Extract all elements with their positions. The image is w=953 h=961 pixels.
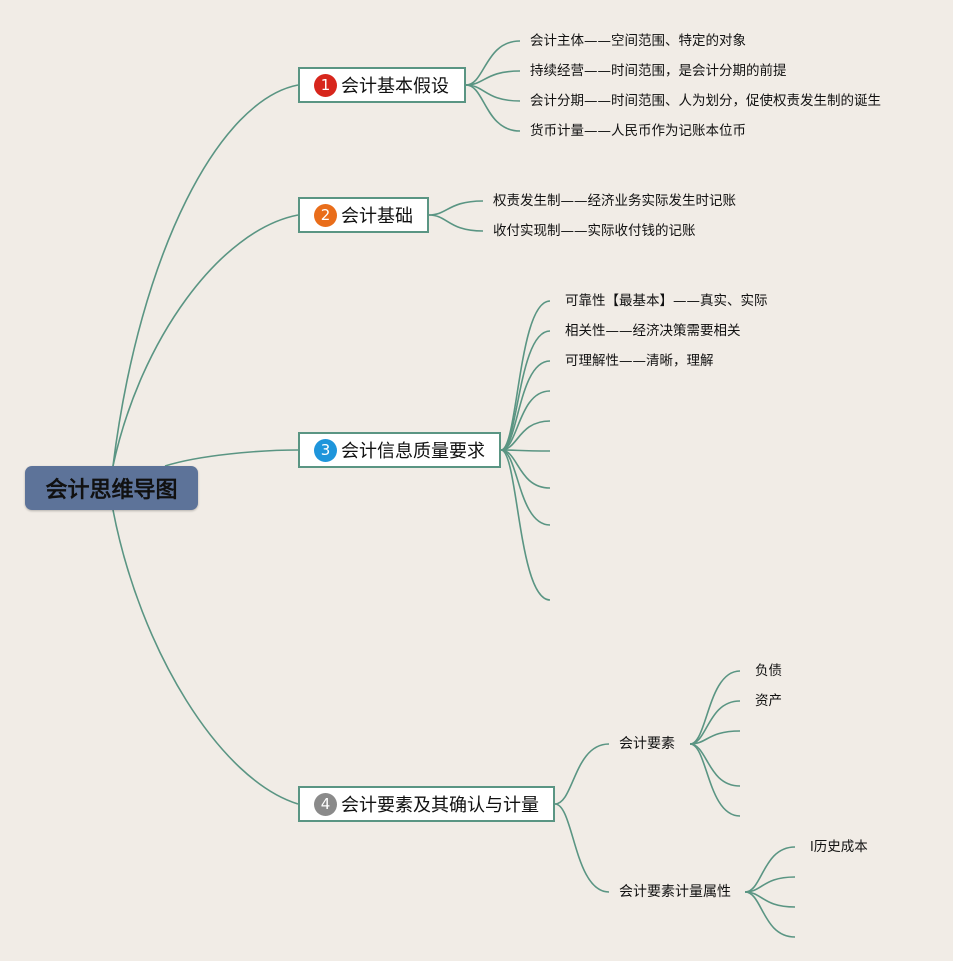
leaf-item[interactable]: 可理解性——清晰，理解: [565, 353, 714, 369]
leaf-item[interactable]: l历史成本: [810, 839, 868, 855]
subtopic-measurement-attributes[interactable]: 会计要素计量属性: [619, 884, 731, 900]
leaf-item[interactable]: 会计分期——时间范围、人为划分，促使权责发生制的诞生: [530, 93, 881, 109]
topic-label: 会计基础: [341, 206, 413, 227]
connector-root-topic1: [112, 84, 299, 467]
branch-topic1-0: [465, 40, 521, 86]
connector-root-topic3: [164, 449, 299, 467]
branch-topic3-1: [500, 330, 551, 451]
number-badge-4: 4: [314, 792, 337, 816]
branch-topic2-0: [428, 200, 484, 216]
topic-accounting-basis[interactable]: 2 会计基础: [298, 197, 429, 233]
number-badge-3: 3: [314, 438, 337, 462]
topic-accounting-assumptions[interactable]: 1 会计基本假设: [298, 67, 466, 103]
branch-topic3-7: [500, 449, 551, 526]
topic-label: 会计基本假设: [341, 76, 449, 97]
branch-topic3-3: [500, 390, 551, 451]
connector-root-topic4: [112, 509, 299, 805]
leaf-item[interactable]: 资产: [755, 693, 782, 709]
branch-sub1-2: [689, 730, 741, 745]
subtopic-accounting-elements[interactable]: 会计要素: [619, 736, 675, 752]
branch-topic3-8: [500, 449, 551, 601]
topic-label: 会计信息质量要求: [341, 441, 485, 462]
topic-accounting-elements[interactable]: 4 会计要素及其确认与计量: [298, 786, 555, 822]
branch-topic2-1: [428, 214, 484, 232]
branch-sub2-0: [744, 846, 796, 893]
branch-sub2-3: [744, 891, 796, 938]
leaf-item[interactable]: 货币计量——人民币作为记账本位币: [530, 123, 746, 139]
leaf-item[interactable]: 持续经营——时间范围，是会计分期的前提: [530, 63, 787, 79]
number-badge-1: 1: [314, 73, 337, 97]
leaf-item[interactable]: 可靠性【最基本】——真实、实际: [565, 293, 768, 309]
branch-topic3-4: [500, 420, 551, 451]
branch-sub1-0: [689, 670, 741, 745]
branch-topic1-3: [465, 84, 521, 132]
leaf-item[interactable]: 负债: [755, 663, 782, 679]
root-topic[interactable]: 会计思维导图: [25, 466, 198, 510]
branch-topic3-0: [500, 300, 551, 451]
branch-sub1-4: [689, 743, 741, 817]
connector-root-topic2: [112, 214, 299, 467]
leaf-item[interactable]: 收付实现制——实际收付钱的记账: [493, 223, 696, 239]
topic-information-quality[interactable]: 3 会计信息质量要求: [298, 432, 501, 468]
branch-topic1-1: [465, 70, 521, 86]
root-label: 会计思维导图: [45, 478, 178, 503]
branch-topic4-0: [554, 743, 610, 805]
leaf-item[interactable]: 权责发生制——经济业务实际发生时记账: [493, 193, 736, 209]
branch-topic3-5: [500, 449, 551, 452]
branch-topic3-6: [500, 449, 551, 489]
leaf-item[interactable]: 会计主体——空间范围、特定的对象: [530, 33, 746, 49]
branch-topic3-2: [500, 360, 551, 451]
topic-label: 会计要素及其确认与计量: [341, 795, 539, 816]
number-badge-2: 2: [314, 203, 337, 227]
branch-topic4-1: [554, 803, 610, 893]
leaf-item[interactable]: 相关性——经济决策需要相关: [565, 323, 741, 339]
